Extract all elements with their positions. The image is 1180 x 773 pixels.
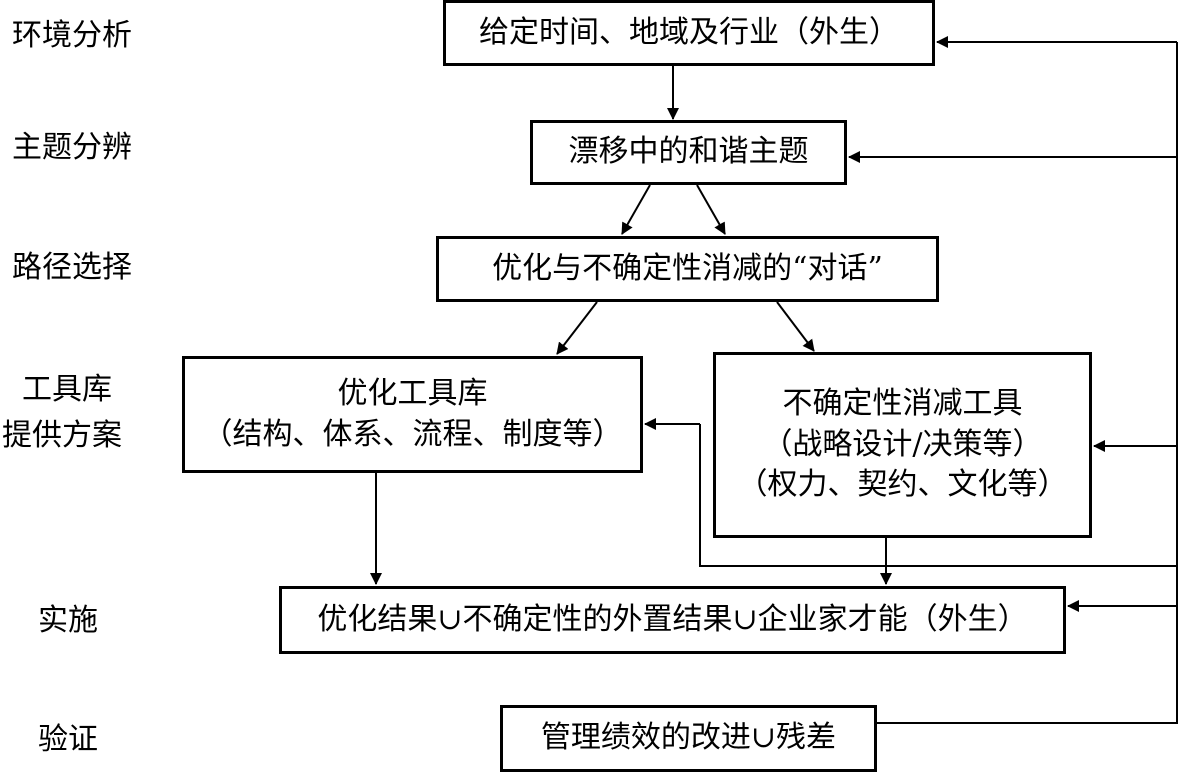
box-uncertainty-reduction-tools: 不确定性消减工具 （战略设计/决策等） （权力、契约、文化等） [713, 352, 1092, 538]
box-dialogue-label: 优化与不确定性消减的“对话” [492, 250, 883, 286]
box-implementation-results: 优化结果∪不确定性的外置结果∪企业家才能（外生） [279, 586, 1066, 654]
stage-label-path-selection: 路径选择 [12, 250, 132, 285]
box-opt-tools-title: 优化工具库 [337, 376, 488, 411]
box-drifting-harmony-theme: 漂移中的和谐主题 [530, 120, 847, 185]
stage-label-implementation: 实施 [38, 603, 98, 638]
box-optimization-toolbox: 优化工具库 （结构、体系、流程、制度等） [182, 356, 643, 473]
stage-label-provide-solutions: 提供方案 [2, 418, 122, 453]
box-unc-tools-power: （权力、契约、文化等） [737, 467, 1068, 503]
stage-label-verification: 验证 [38, 722, 98, 757]
box-implementation-label: 优化结果∪不确定性的外置结果∪企业家才能（外生） [317, 601, 1028, 637]
box-opt-tools-detail: （结构、体系、流程、制度等） [202, 416, 623, 452]
box-unc-tools-title: 不确定性消减工具 [782, 386, 1023, 422]
arrow-theme-to-dialogue-right [696, 184, 726, 235]
arrow-dialogue-to-unc-tools [776, 301, 815, 352]
box-performance-label: 管理绩效的改进∪残差 [540, 720, 837, 756]
feedback-line-to-opt-tools [699, 424, 1177, 567]
box-optimization-uncertainty-dialogue: 优化与不确定性消减的“对话” [436, 236, 939, 302]
arrow-theme-to-dialogue-left [621, 184, 651, 235]
stage-label-toolbox: 工具库 [22, 372, 112, 407]
box-given-label: 给定时间、地域及行业（外生） [479, 14, 899, 50]
box-management-performance: 管理绩效的改进∪残差 [500, 705, 877, 772]
stage-label-theme-identification: 主题分辨 [12, 130, 132, 165]
feedback-performance-up [877, 42, 1178, 724]
arrow-dialogue-to-opt-tools [556, 301, 598, 355]
box-unc-tools-strategy: （战略设计/决策等） [762, 426, 1043, 462]
box-given-time-region-industry: 给定时间、地域及行业（外生） [443, 0, 935, 66]
box-theme-label: 漂移中的和谐主题 [568, 134, 809, 170]
stage-label-environment-analysis: 环境分析 [12, 18, 132, 53]
